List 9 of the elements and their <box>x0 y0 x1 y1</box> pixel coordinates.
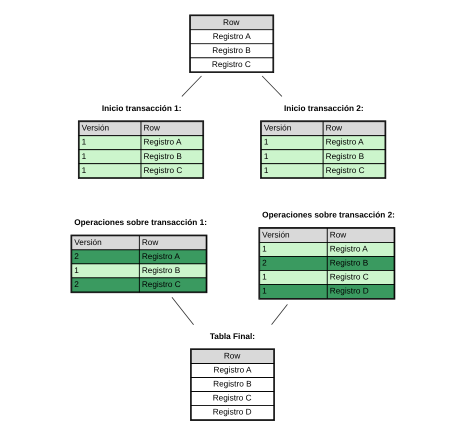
connector <box>171 296 194 326</box>
node-label: Inicio transacción 1: <box>101 104 181 113</box>
node-label: Operaciones sobre transacción 1: <box>74 218 206 228</box>
connector <box>261 76 282 97</box>
node-label: Operaciones sobre transacción 2: <box>262 210 394 220</box>
node-label: Tabla Final: <box>209 332 254 341</box>
connector <box>270 304 288 325</box>
node-label: Inicio transacción 2: <box>284 104 364 113</box>
connector <box>180 76 202 97</box>
